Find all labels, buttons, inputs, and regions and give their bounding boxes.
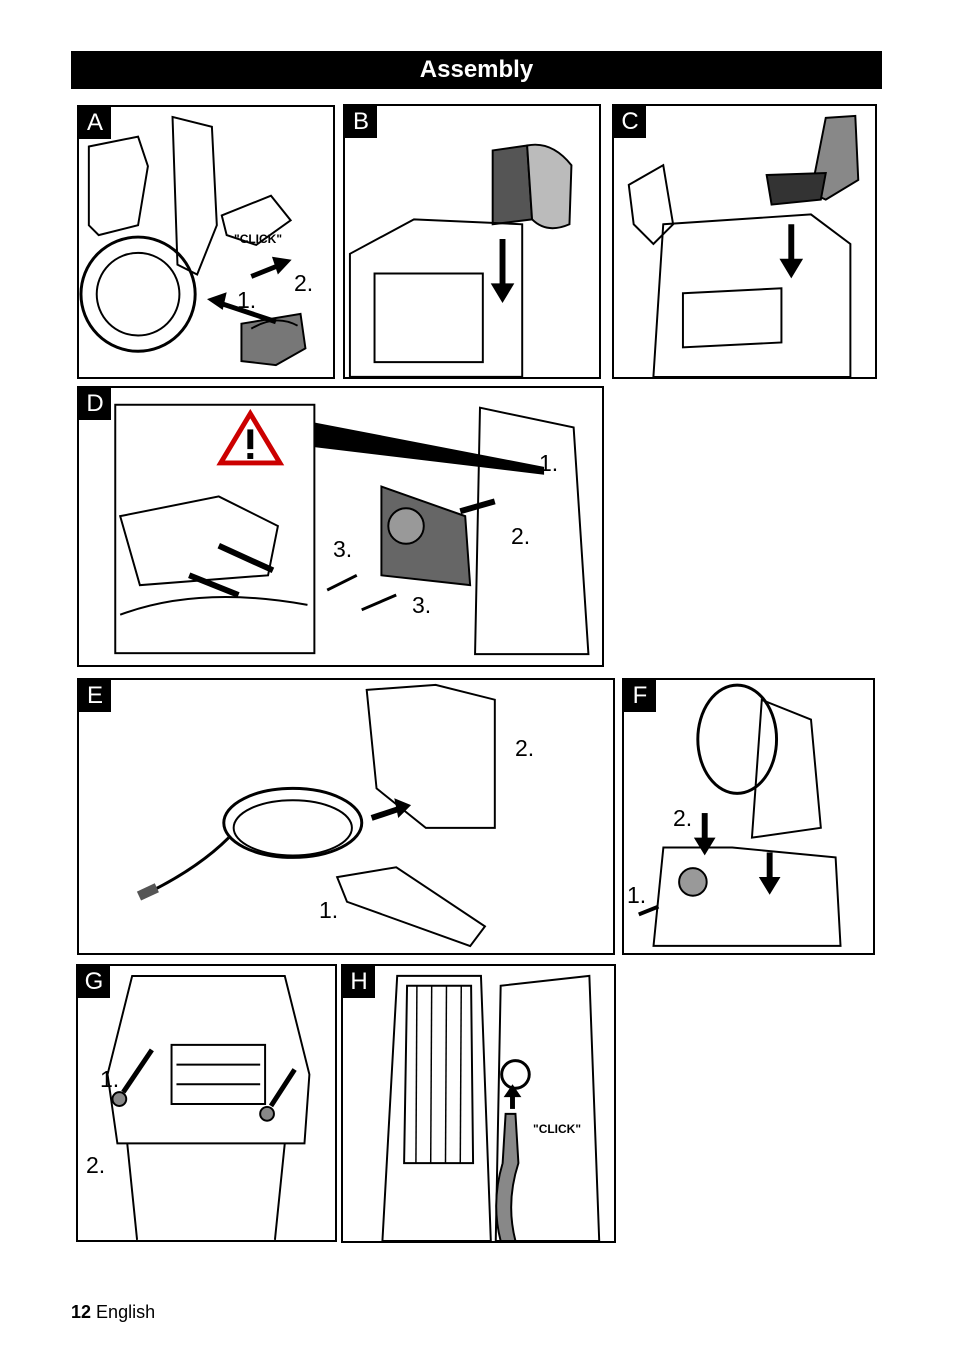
step-label-3a: 3. — [333, 536, 353, 562]
panel-letter-g: G — [78, 966, 110, 998]
pressure-washer-illustration-h — [381, 974, 601, 1241]
pressure-washer-illustration-c — [627, 114, 860, 377]
step-label-2: 2. — [294, 270, 314, 296]
pressure-washer-illustration-a — [79, 115, 307, 367]
figure-panel-g: G 1. 2. — [76, 964, 337, 1242]
figure-panel-f: F 1. 2. — [622, 678, 875, 955]
step-label-2: 2. — [673, 805, 693, 831]
figure-panel-d: D 1. 2. 3. 3. — [77, 386, 604, 667]
figure-panel-b: B — [343, 104, 601, 379]
pressure-washer-illustration-g — [106, 974, 311, 1240]
step-label-2: 2. — [511, 523, 531, 549]
page-number: 12 — [71, 1302, 92, 1322]
step-label-1: 1. — [100, 1066, 120, 1092]
pressure-washer-illustration-b — [348, 143, 573, 377]
panel-letter-d: D — [79, 388, 111, 420]
pressure-washer-illustration-d — [114, 403, 590, 656]
step-label-2: 2. — [86, 1152, 106, 1178]
panel-letter-e: E — [79, 680, 111, 712]
pressure-washer-illustration-f — [638, 683, 842, 947]
page-footer: 12 English — [71, 1302, 155, 1323]
step-label-1: 1. — [319, 897, 339, 923]
panel-letter-c: C — [614, 106, 646, 138]
section-title: Assembly — [419, 56, 534, 83]
step-label-3b: 3. — [412, 592, 432, 618]
panel-letter-h: H — [343, 966, 375, 998]
step-label-1: 1. — [627, 882, 647, 908]
panel-letter-a: A — [79, 107, 111, 139]
pressure-washer-illustration-e — [136, 683, 496, 948]
section-header-bar: Assembly — [71, 51, 882, 89]
step-label-1: 1. — [539, 450, 559, 476]
footer-language: English — [96, 1302, 156, 1322]
figure-panel-c: C — [612, 104, 877, 379]
figure-panel-a: A "CLICK" 1. 2. — [77, 105, 335, 379]
step-label-2: 2. — [515, 735, 535, 761]
panel-letter-b: B — [345, 106, 377, 138]
click-label: "CLICK" — [234, 232, 283, 246]
panel-letter-f: F — [624, 680, 656, 712]
click-label: "CLICK" — [533, 1122, 582, 1136]
figure-panel-e: E 1. 2. — [77, 678, 615, 955]
figure-panel-h: H "CLICK" — [341, 964, 616, 1243]
step-label-1: 1. — [237, 287, 257, 313]
